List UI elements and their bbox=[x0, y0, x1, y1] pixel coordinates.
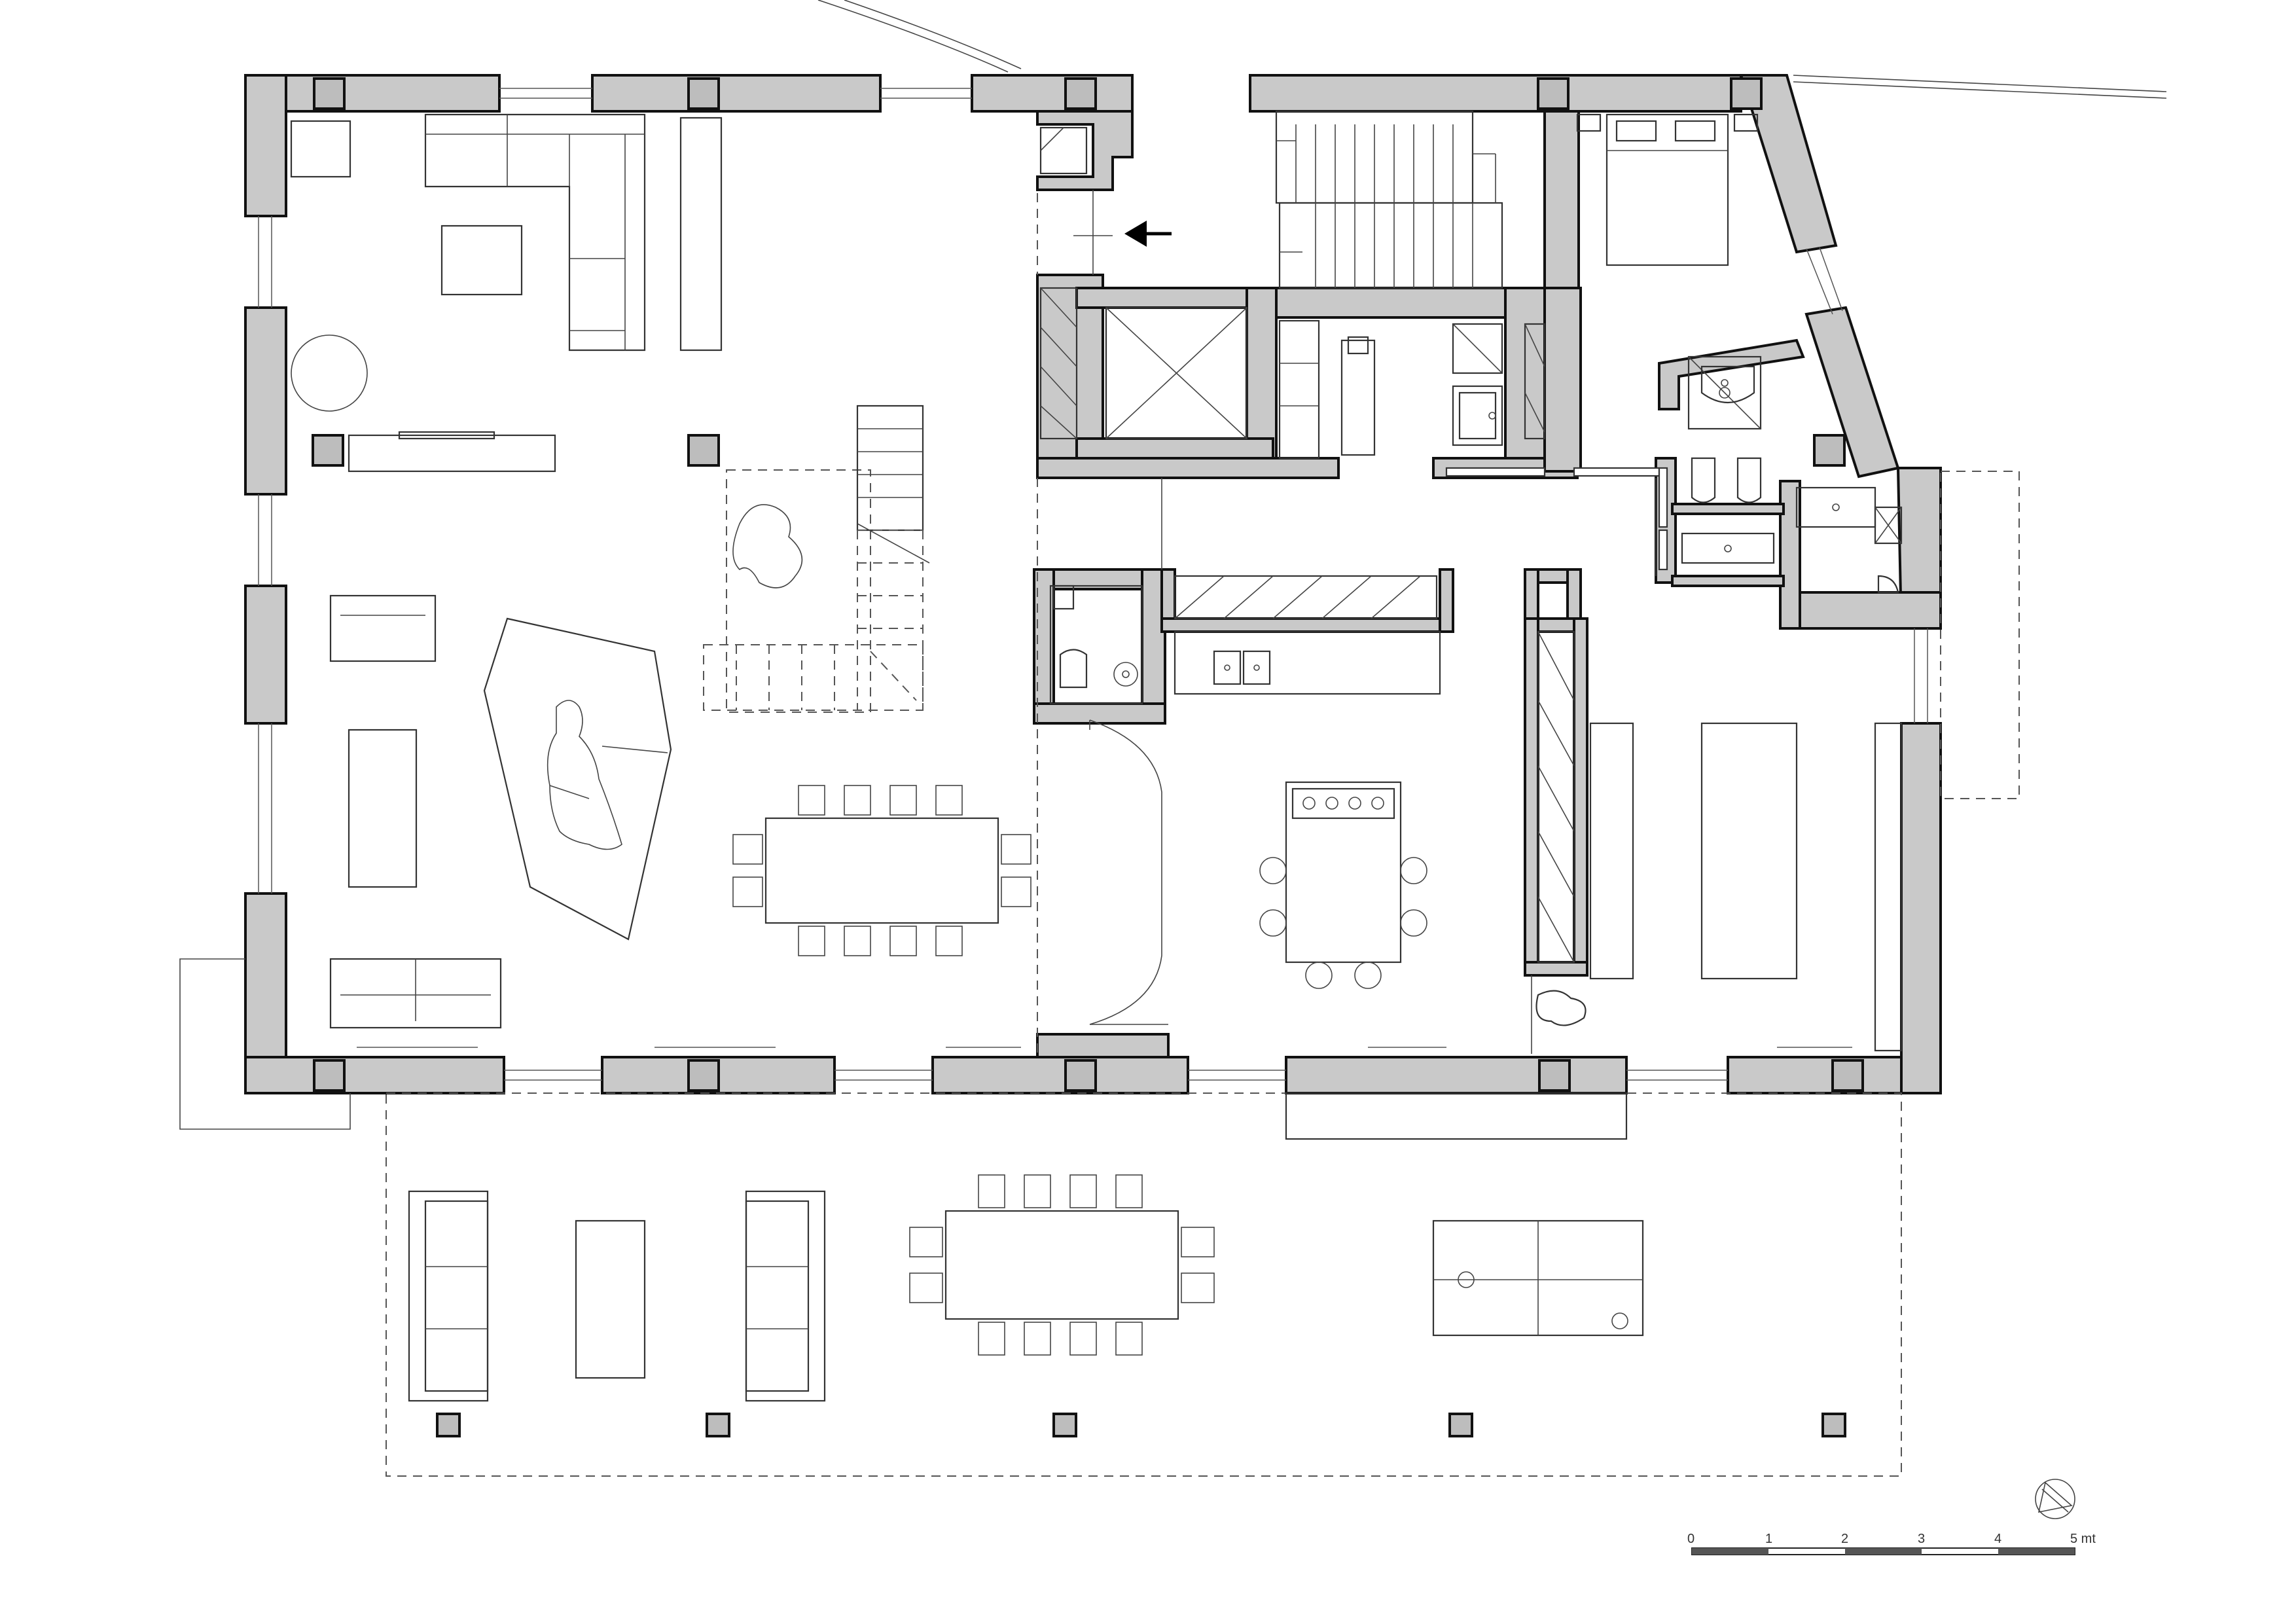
kitchen-upper-cabinets bbox=[1174, 575, 1575, 964]
main-staircase bbox=[1275, 110, 1503, 289]
scale-bar: 0 1 2 3 4 5 mt bbox=[1687, 1532, 2096, 1555]
partitions bbox=[1037, 190, 1668, 1054]
entry-door bbox=[1089, 719, 1168, 1025]
terrace-furniture bbox=[408, 1174, 1644, 1402]
kitchen-island bbox=[1259, 781, 1427, 989]
bay-outline bbox=[179, 958, 351, 1130]
scale-label-1: 1 bbox=[1765, 1532, 1772, 1546]
guest-wc bbox=[1049, 585, 1143, 705]
sculpture-platform bbox=[483, 617, 672, 941]
interior-stair bbox=[703, 405, 930, 713]
north-arrow-icon bbox=[2035, 1479, 2075, 1519]
living-sectional-sofa bbox=[290, 113, 723, 473]
scale-label-4: 4 bbox=[1994, 1532, 2001, 1546]
arrow-left-icon bbox=[1124, 221, 1172, 247]
living-seating bbox=[329, 594, 502, 1029]
bathroom-1 bbox=[1278, 319, 1546, 460]
scale-label-5: 5 mt bbox=[2070, 1532, 2096, 1546]
window-lines bbox=[258, 88, 1928, 1081]
right-lounge bbox=[1531, 722, 1903, 1054]
entry-closets bbox=[1039, 126, 1088, 440]
interior-walls bbox=[1033, 110, 1805, 1058]
scale-label-0: 0 bbox=[1687, 1532, 1695, 1546]
scale-label-3: 3 bbox=[1918, 1532, 1925, 1546]
exterior-site-lines bbox=[817, 0, 2167, 99]
dining-table-interior bbox=[732, 785, 1031, 956]
bedroom-bed bbox=[1576, 113, 1759, 266]
scale-label-2: 2 bbox=[1841, 1532, 1848, 1546]
elevator-shaft bbox=[1105, 306, 1248, 440]
terrace bbox=[386, 471, 2020, 1477]
master-bath-fixtures bbox=[1681, 355, 1903, 594]
